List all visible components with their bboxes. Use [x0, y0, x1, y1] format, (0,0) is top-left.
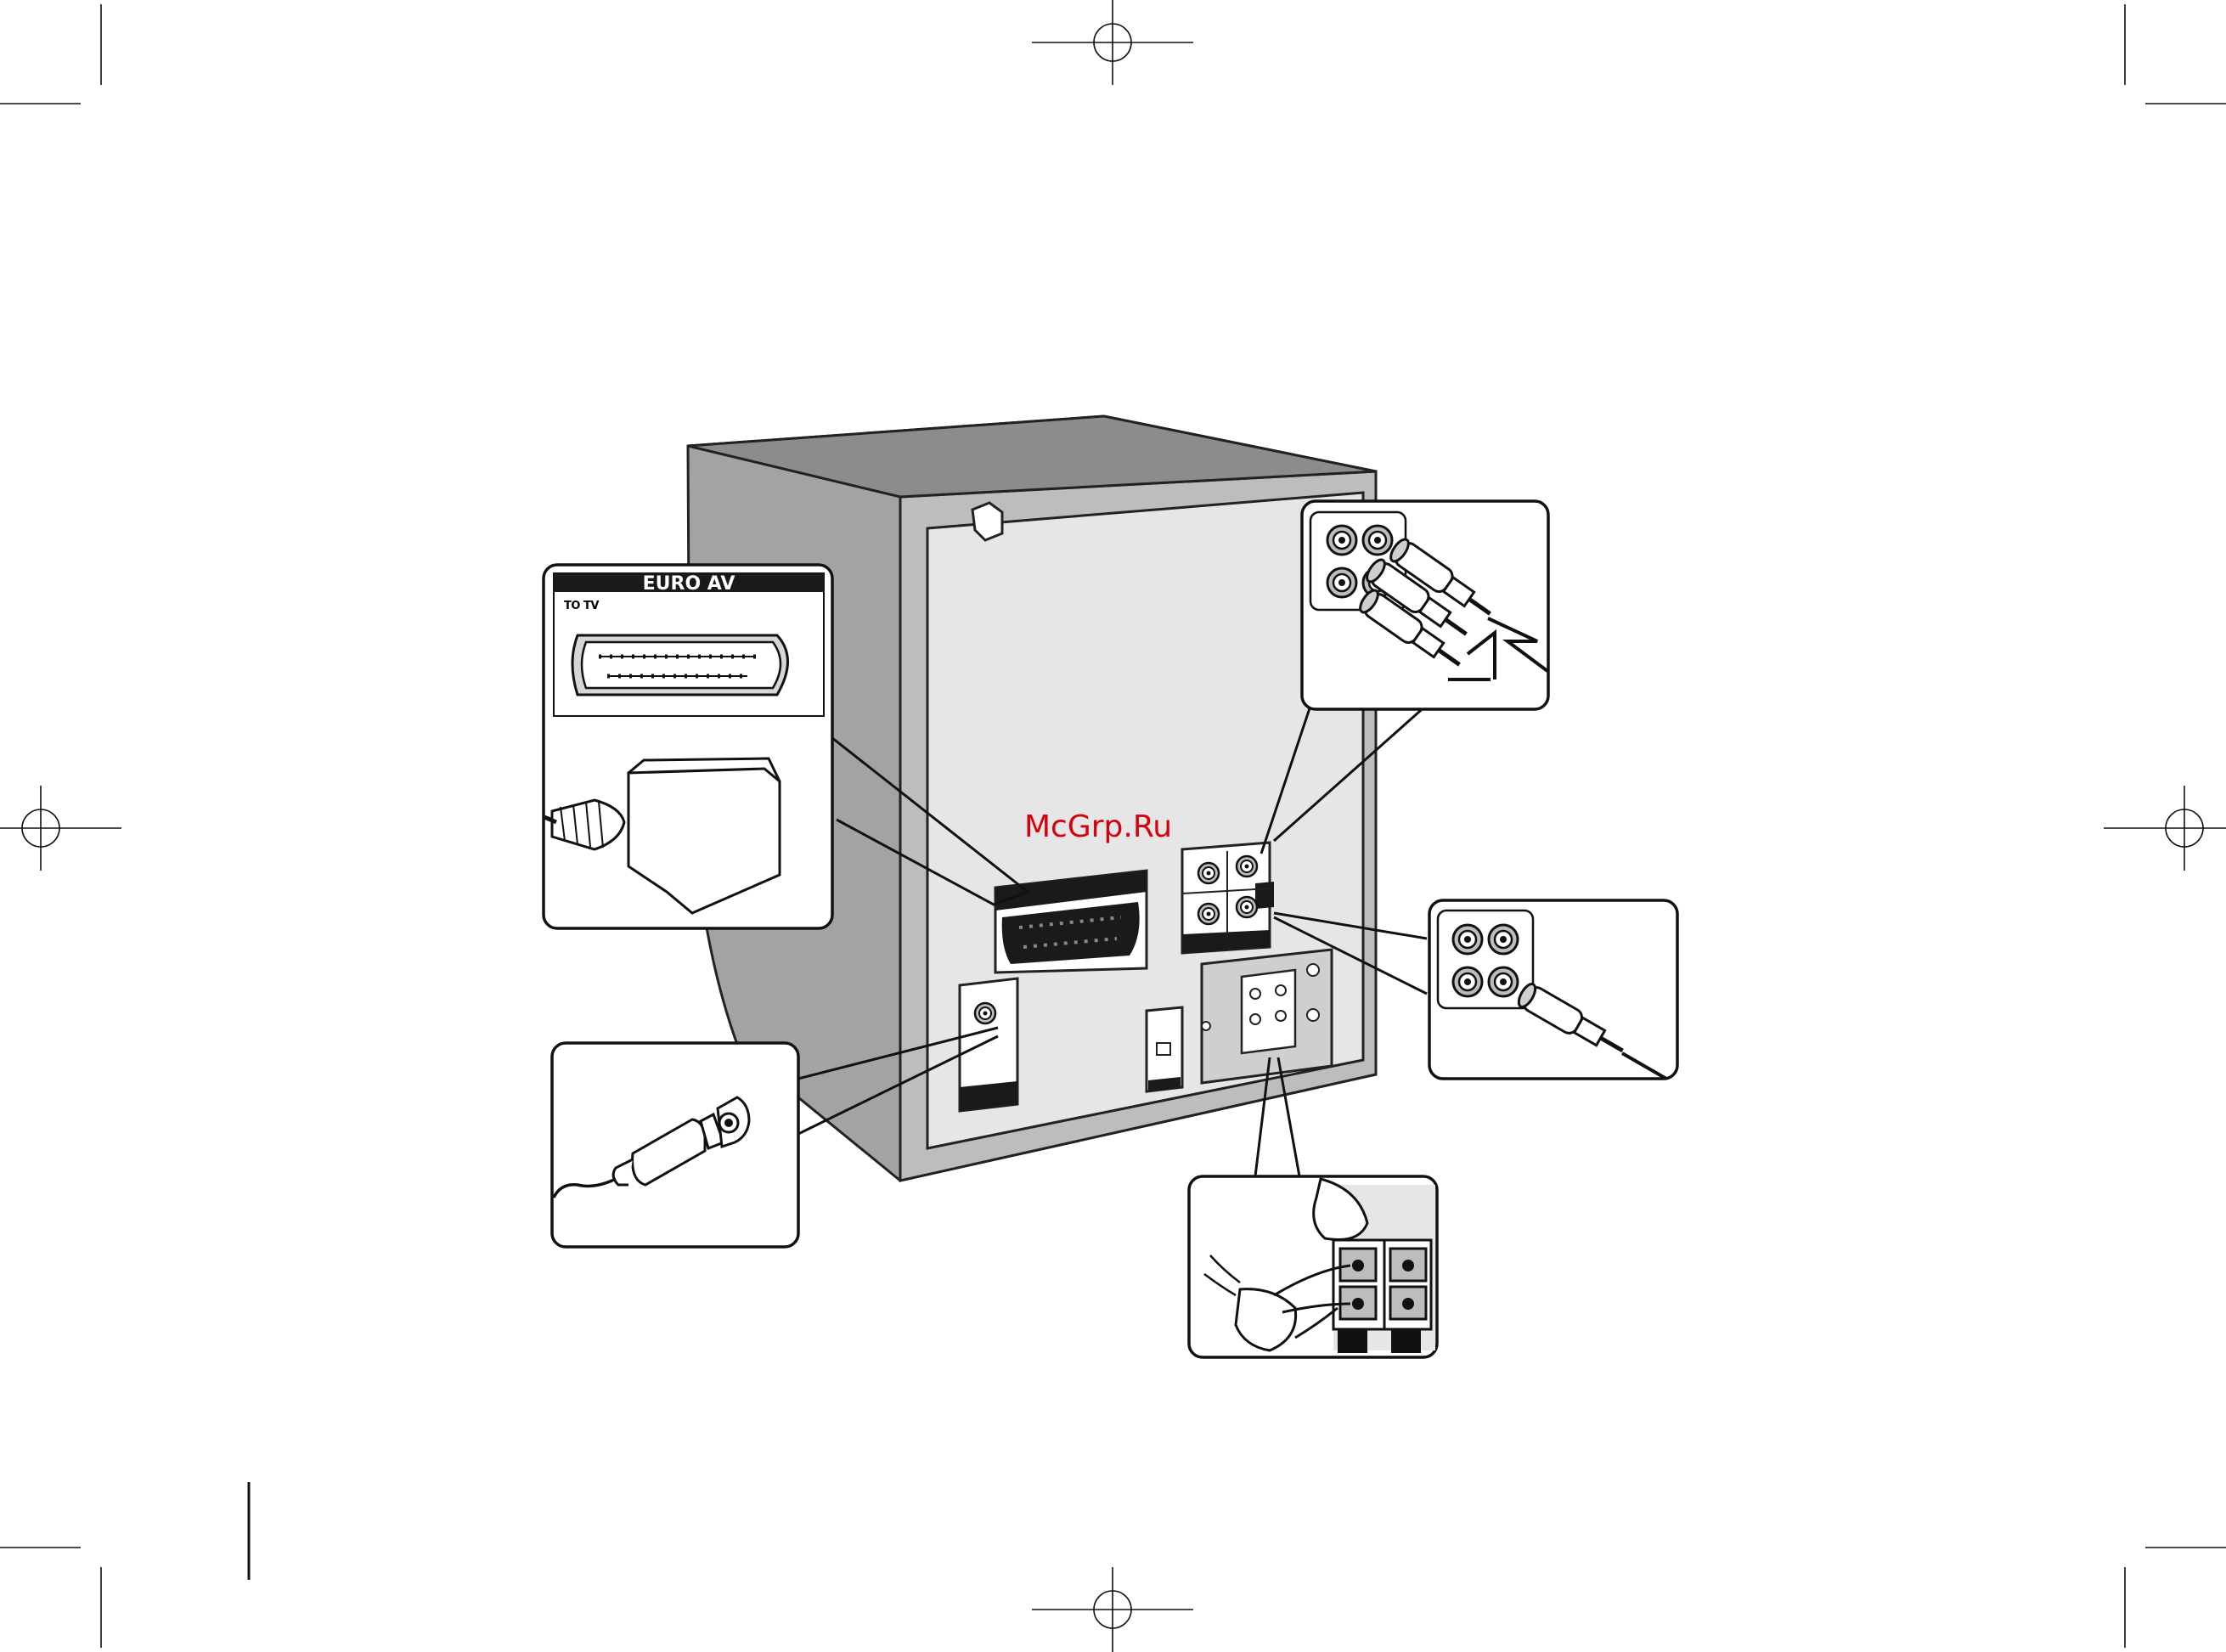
rca-input-callout: [1302, 501, 1548, 709]
antenna-jack: [960, 978, 1017, 1111]
watermark-text: McGrp.Ru: [1024, 809, 1172, 844]
registration-mark-icon: [2104, 786, 2226, 871]
registration-mark-icon: [0, 786, 121, 871]
antenna-callout: [552, 1043, 798, 1247]
euro-av-label: EURO AV: [643, 573, 735, 595]
rca-jack-icon: [1489, 967, 1518, 996]
rca-jack-icon: [1182, 843, 1274, 953]
euro-av-callout: EURO AV TO TV: [544, 565, 832, 928]
registration-mark-icon: [1032, 0, 1193, 85]
rca-jack-icon: [1327, 526, 1356, 555]
rca-jack-icon: [1363, 526, 1392, 555]
rca-output-callout: [1429, 900, 1677, 1079]
rca-jack-icon: [1453, 967, 1482, 996]
speaker-terminal-callout: [1189, 1176, 1437, 1357]
rca-jack-icon: [1489, 925, 1518, 954]
speaker-terminal-icon: [1202, 950, 1332, 1083]
registration-mark-icon: [1032, 1567, 1193, 1652]
rca-jack-icon: [1453, 925, 1482, 954]
to-tv-label: TO TV: [564, 600, 599, 612]
rca-jack-icon: [1327, 568, 1356, 597]
scart-connector-icon: [572, 635, 788, 695]
